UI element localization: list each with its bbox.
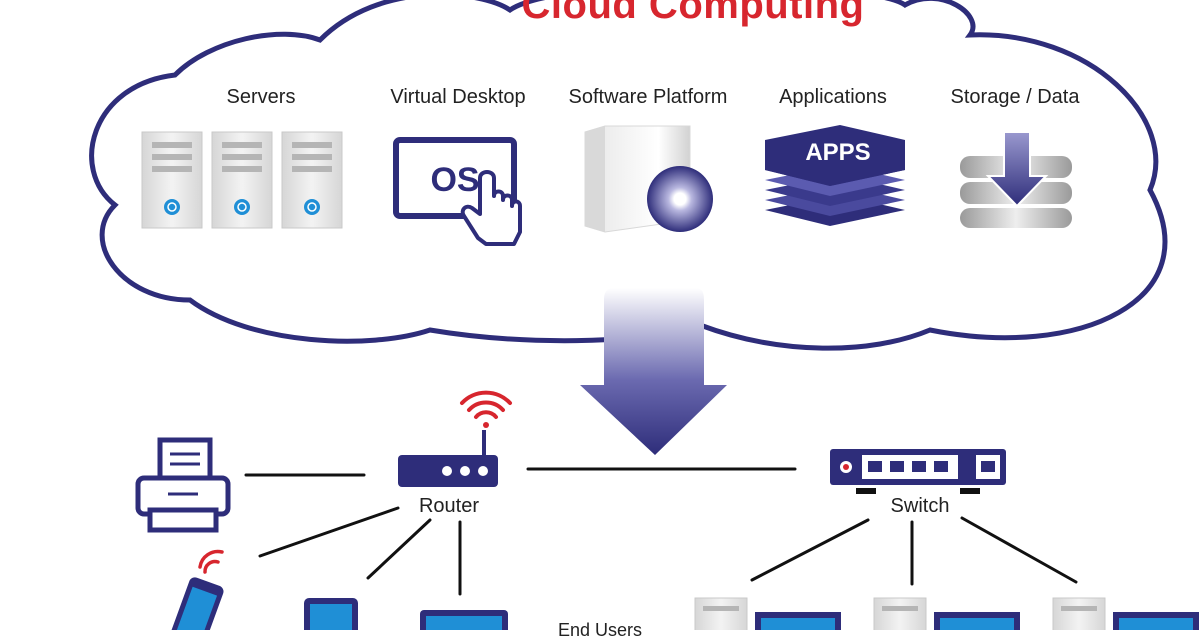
server-icon (141, 131, 343, 229)
desktop-computer-icon (1052, 597, 1199, 641)
applications-label: Applications (779, 86, 887, 108)
network-connections (244, 467, 1078, 596)
diagram-title: Cloud Computing (521, 0, 865, 27)
printer-icon (135, 437, 231, 533)
apps-stack-icon: APPS (765, 125, 905, 226)
down-arrow-icon (580, 288, 727, 455)
router-icon (398, 430, 498, 487)
router-label: Router (418, 495, 480, 517)
hand-pointer-icon (460, 170, 522, 246)
switch-label: Switch (890, 495, 950, 517)
storage-download-icon (960, 131, 1072, 228)
desktop-computer-icon (694, 597, 841, 641)
software-platform-label: Software Platform (568, 86, 728, 108)
end-users-label: End Users (558, 620, 643, 640)
switch-icon (830, 449, 1006, 494)
servers-label: Servers (226, 86, 296, 108)
virtual-desktop-label: Virtual Desktop (390, 86, 526, 108)
laptop-icon (420, 610, 508, 641)
tablet-icon (304, 598, 358, 641)
storage-data-label: Storage / Data (950, 86, 1080, 108)
os-badge: OS (430, 161, 479, 199)
desktop-computer-icon (873, 597, 1020, 641)
apps-badge: APPS (805, 139, 870, 166)
smartphone-icon (169, 549, 224, 641)
software-box-icon (584, 125, 713, 233)
wifi-icon (460, 390, 512, 428)
